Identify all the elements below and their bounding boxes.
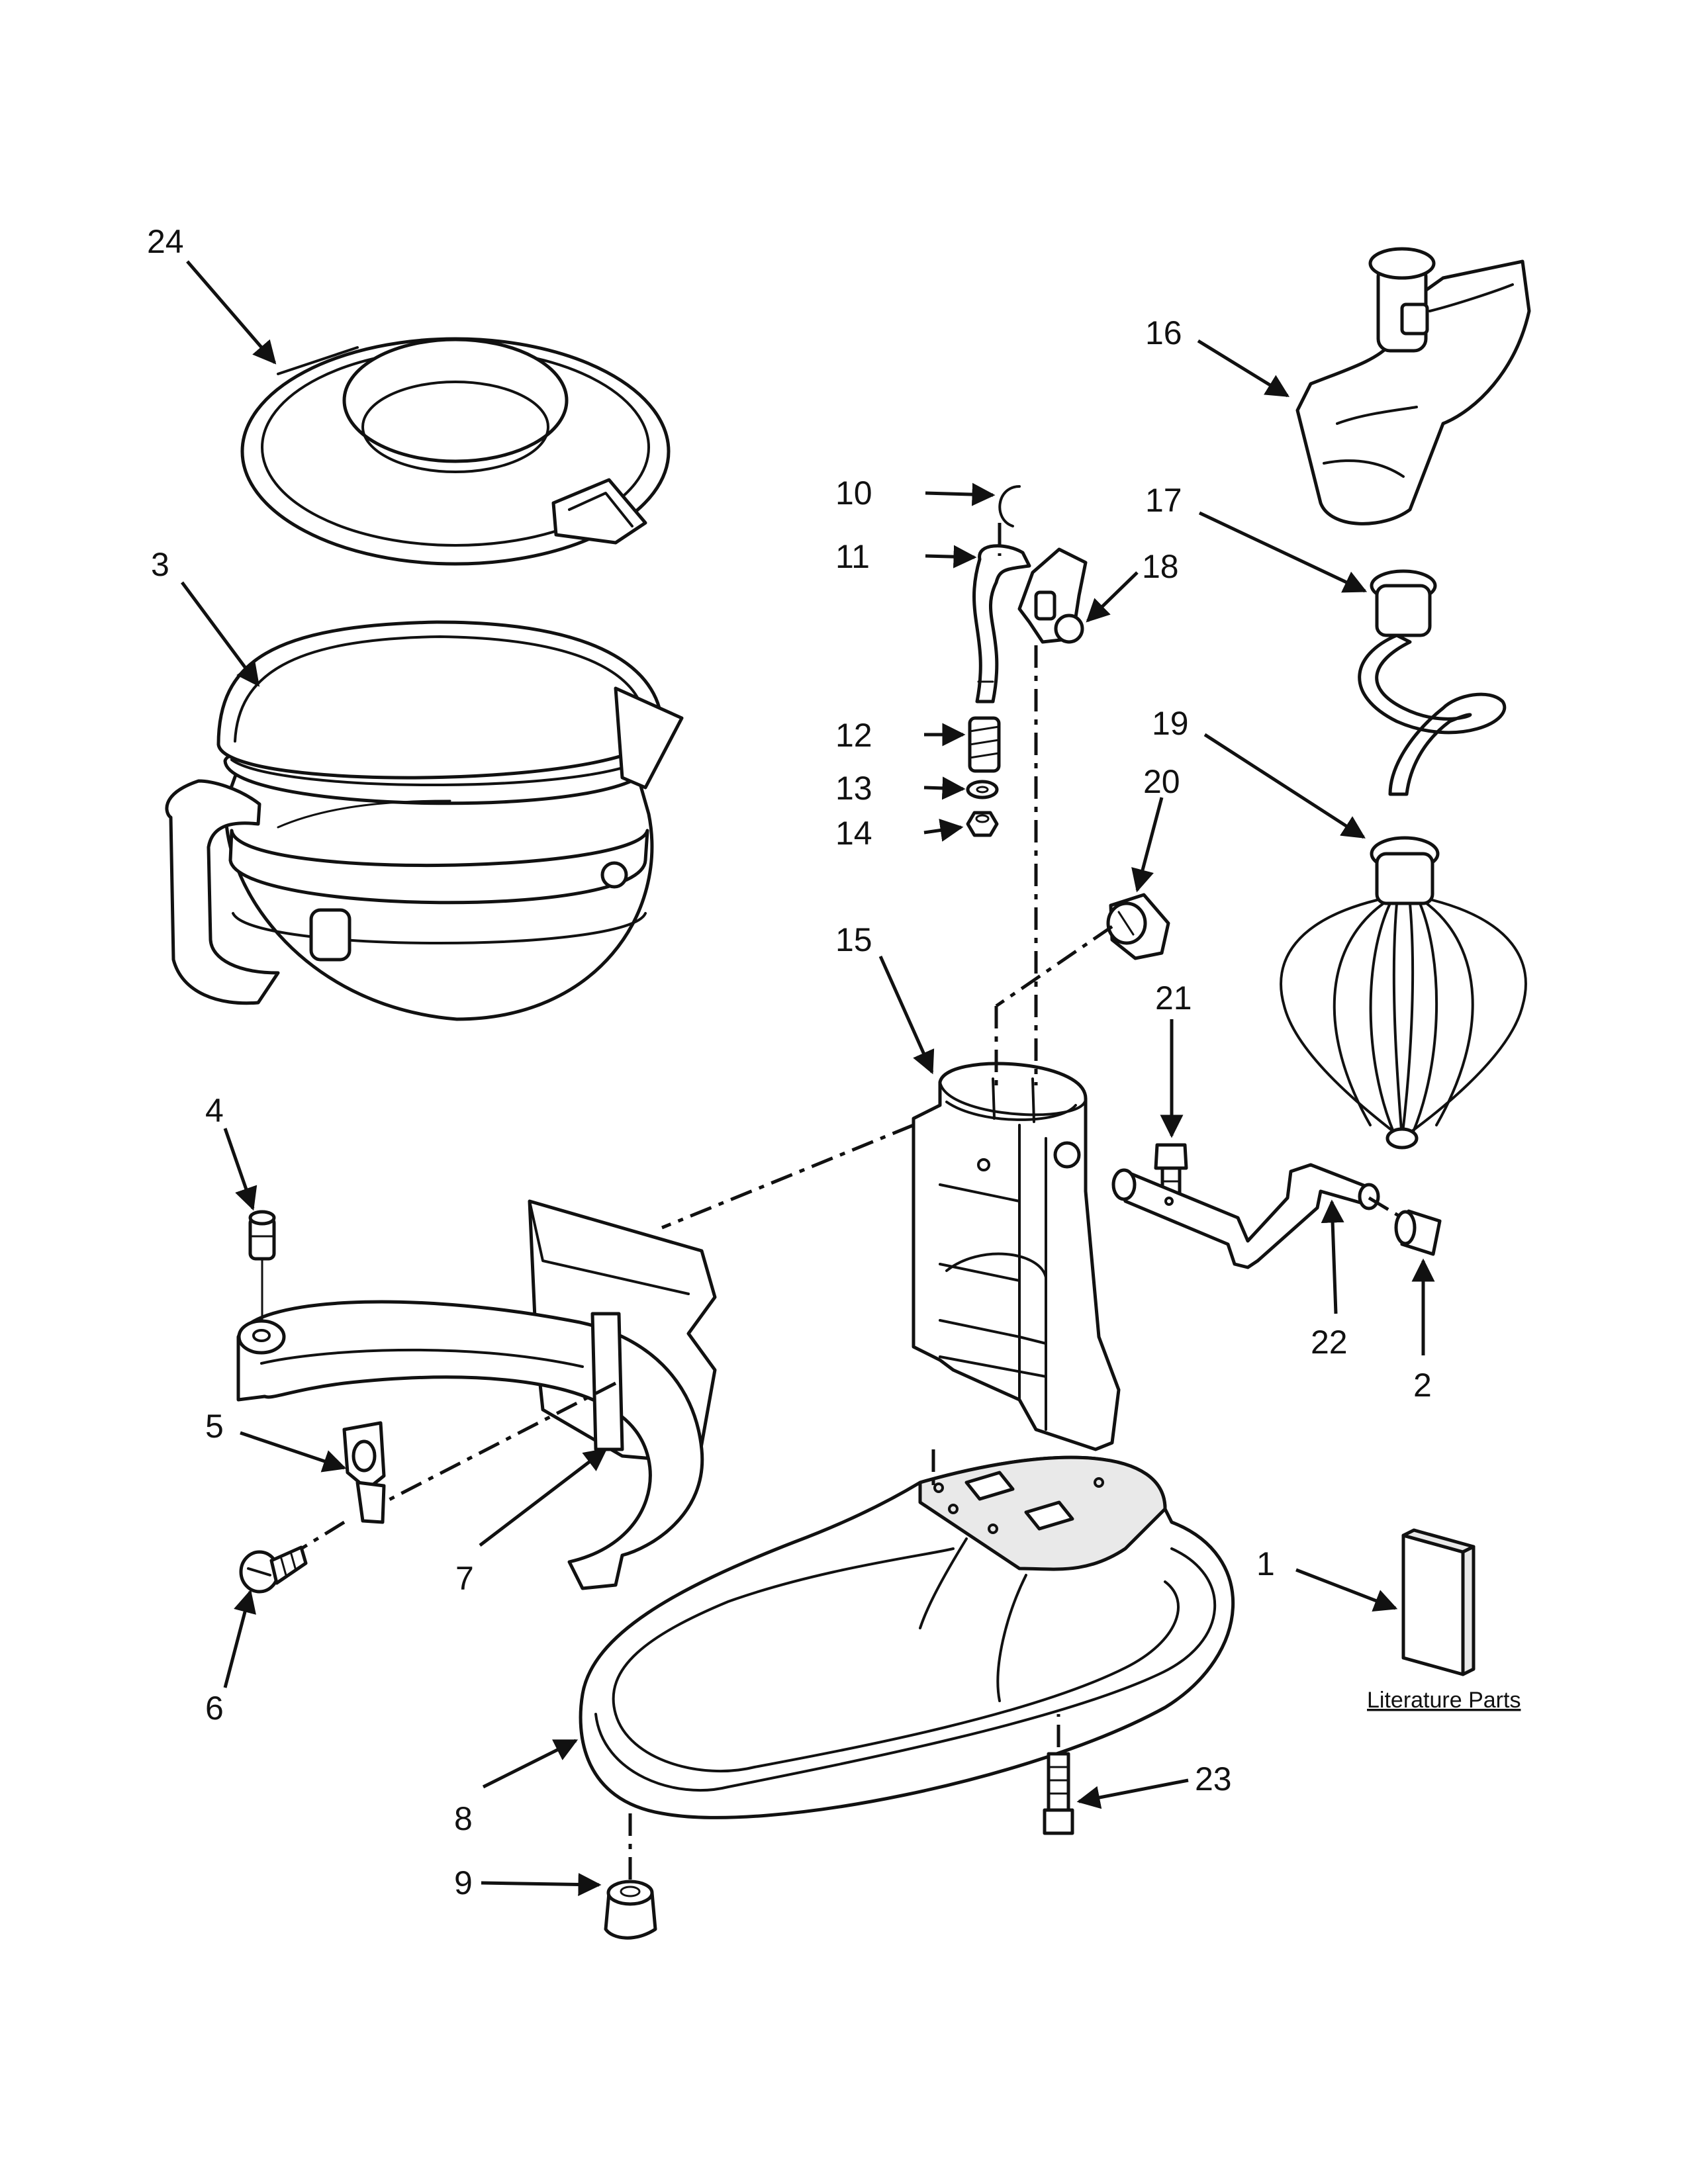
part-7-bowl-support <box>236 1199 717 1590</box>
part-20-knob <box>1106 893 1170 960</box>
callout-13: 13 <box>835 770 872 807</box>
part-12-spring <box>968 716 1001 773</box>
callout-11: 11 <box>835 538 870 575</box>
part-14-nut <box>966 811 999 837</box>
callout-4: 4 <box>205 1092 224 1129</box>
callout-17: 17 <box>1145 482 1182 519</box>
callout-3: 3 <box>151 546 169 583</box>
callout-6: 6 <box>205 1690 224 1727</box>
part-6-screw <box>239 1545 308 1594</box>
callout-1: 1 <box>1256 1545 1275 1582</box>
part-11-lock-rod <box>972 544 1031 704</box>
part-10-retaining-ring <box>998 485 1021 527</box>
callout-labels: 24 3 4 5 6 7 8 9 10 11 12 13 14 15 16 17… <box>147 223 1521 1901</box>
part-2-cap <box>1394 1209 1442 1256</box>
part-16-flat-beater <box>1295 247 1531 525</box>
part-8-base <box>579 1455 1235 1819</box>
callout-12: 12 <box>835 717 872 754</box>
part-4-bowl-pin <box>248 1210 276 1261</box>
callout-21: 21 <box>1155 979 1192 1017</box>
literature-parts-label: Literature Parts <box>1367 1688 1521 1713</box>
callout-5: 5 <box>205 1408 224 1445</box>
part-1-literature <box>1401 1528 1476 1676</box>
part-13-washer <box>966 780 999 799</box>
callout-23: 23 <box>1195 1760 1232 1797</box>
part-18-lock-lever <box>1017 547 1088 644</box>
callout-9: 9 <box>454 1864 473 1901</box>
leader-lines <box>180 260 1435 1896</box>
callout-10: 10 <box>835 475 872 512</box>
callout-22: 22 <box>1311 1324 1348 1361</box>
callout-20: 20 <box>1143 763 1180 800</box>
part-3-mixing-bowl <box>165 620 684 1021</box>
part-17-dough-hook <box>1358 569 1507 796</box>
part-19-wire-whip <box>1280 836 1527 1150</box>
part-22-crank <box>1111 1163 1380 1269</box>
callout-18: 18 <box>1142 548 1179 585</box>
callout-14: 14 <box>835 815 872 852</box>
assembly-lines <box>300 523 1403 1883</box>
callout-2: 2 <box>1413 1367 1432 1404</box>
callout-8: 8 <box>454 1800 473 1837</box>
part-23-screw <box>1043 1752 1074 1835</box>
callout-16: 16 <box>1145 314 1182 351</box>
callout-19: 19 <box>1152 705 1189 742</box>
callout-24: 24 <box>147 223 184 260</box>
part-24-bowl-lid <box>240 337 671 566</box>
callout-15: 15 <box>835 921 872 958</box>
callout-7: 7 <box>455 1560 474 1597</box>
part-9-foot <box>604 1880 657 1940</box>
part-5-clamp <box>342 1421 386 1524</box>
part-15-column <box>912 1062 1121 1451</box>
